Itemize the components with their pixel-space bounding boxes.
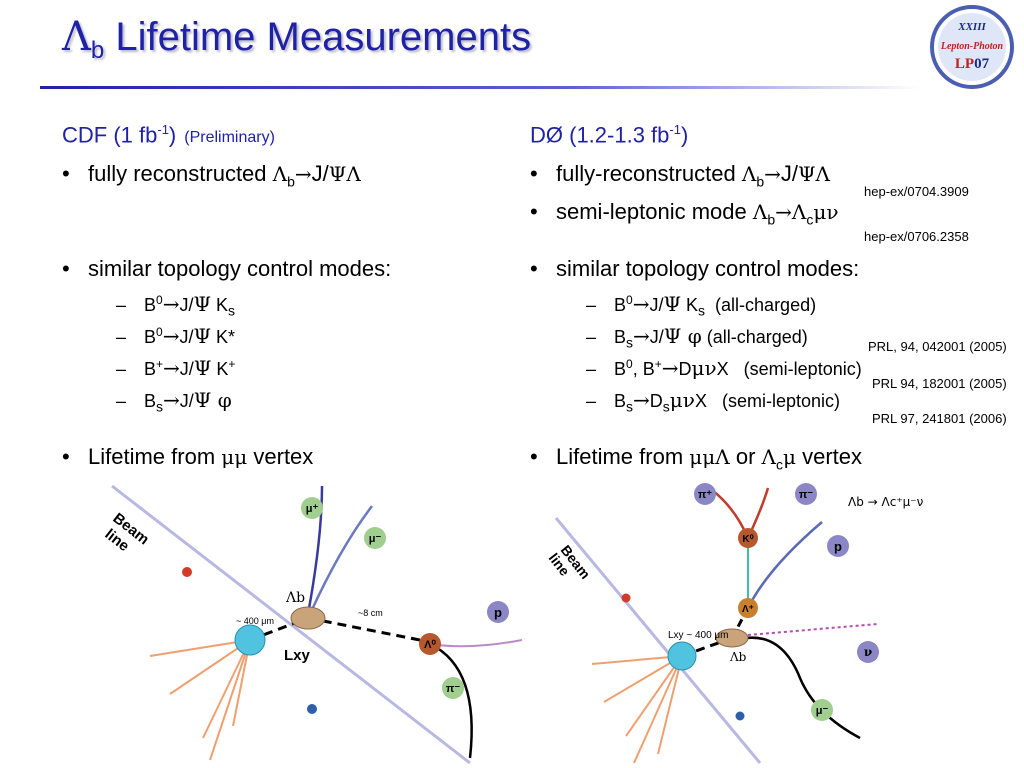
lambda-b-label: Λb (285, 590, 305, 606)
cdf-bullet-fully-reconstructed: •fully reconstructed Λb→J/ΨΛ (62, 161, 361, 190)
primary-vertex (234, 624, 266, 656)
lxy-label: Lxy ~ 400 μm (668, 630, 729, 641)
ref-prl-97-241801: PRL 97, 241801 (2006) (872, 411, 1007, 426)
mu-plus-track (306, 485, 324, 615)
k0-vertex (738, 528, 758, 548)
title-rule (40, 86, 920, 89)
ref-prl-94-182001: PRL 94, 182001 (2005) (872, 376, 1007, 391)
blue-dot (735, 711, 745, 721)
dist-small-label: ~ 400 μm (236, 616, 274, 626)
nu-node (857, 641, 879, 663)
primary-tracks (149, 639, 251, 761)
mu-minus-label: μ⁻ (816, 705, 829, 717)
title-subscript: b (90, 37, 105, 64)
d0-bullet-semi-leptonic: •semi-leptonic mode Λb→Λcμν (530, 199, 839, 228)
ref-prl-94-042001: PRL, 94, 042001 (2005) (868, 339, 1007, 354)
d0-decay-diagram: Beam line π⁺ π⁻ K⁰ Λ⁺ p ν μ⁻ Λb → Λc⁺μ⁻ν… (546, 483, 924, 764)
proton-track (429, 639, 523, 648)
d0-mode-2: –Bs→J/Ψ φ (all-charged) (586, 324, 808, 351)
logo-line1: XXIII (957, 21, 986, 33)
lambda0-path (307, 616, 431, 644)
d0-mode-3: –B0, B+→DμνX (semi-leptonic) (586, 356, 862, 380)
proton-track (746, 521, 823, 609)
lambda0-label: Λ⁰ (424, 639, 436, 651)
nu-label: ν (864, 645, 872, 659)
logo-line3: LP07 (955, 56, 990, 72)
ref-hep-ex-0704: hep-ex/0704.3909 (864, 184, 969, 199)
cdf-bullet-control-modes: •similar topology control modes: (62, 256, 392, 281)
title-symbol: Λ (62, 14, 91, 60)
pi-plus-label: π⁺ (698, 489, 712, 501)
d0-heading: DØ (1.2-1.3 fb-1) (530, 122, 689, 148)
beam-line (111, 484, 471, 765)
cdf-decay-diagram: Beam line μ⁺ μ⁻ p π⁻ Λ⁰ Λb ~ 400 μm ~8 c… (102, 484, 523, 765)
mu-plus-node (301, 497, 323, 519)
k0-label: K⁰ (742, 534, 753, 545)
pion-track (429, 642, 473, 759)
proton-label: p (494, 605, 502, 620)
title-text: Lifetime Measurements (104, 15, 532, 59)
primary-tracks (591, 655, 683, 764)
cdf-mode-2: –B0→J/Ψ K* (116, 324, 236, 348)
lambda-b-vertex (290, 606, 326, 630)
decay-equation: Λb → Λc⁺μ⁻ν (848, 495, 924, 509)
mu-minus-node (364, 527, 386, 549)
cdf-mode-1: –B0→J/Ψ Ks (116, 292, 236, 319)
muon-track (735, 636, 861, 740)
slide-title: Λb Lifetime Measurements (62, 14, 531, 65)
lambda-b-label: Λb (729, 650, 747, 664)
ref-hep-ex-0706: hep-ex/0706.2358 (864, 229, 969, 244)
cdf-bullet-lifetime: •Lifetime from μμ vertex (62, 444, 314, 469)
mu-minus-label: μ⁻ (369, 533, 382, 545)
lp07-logo: XXIII Lepton-Photon LP07 (930, 5, 1014, 89)
lxy-label: Lxy (284, 647, 311, 664)
pion-label: π⁻ (446, 683, 460, 695)
d0-bullet-lifetime: •Lifetime from μμΛ or Λcμ vertex (530, 444, 862, 473)
pion-node (442, 677, 464, 699)
mu-minus-node (811, 699, 833, 721)
cdf-mode-4: –Bs→J/Ψ φ (116, 388, 232, 415)
primary-vertex (667, 641, 697, 671)
mu-minus-track (308, 505, 373, 615)
proton-node (487, 601, 509, 623)
d0-mode-4: –Bs→DsμνX (semi-leptonic) (586, 388, 840, 415)
lambda-b-vertex (715, 628, 749, 648)
cdf-heading: CDF (1 fb-1)(Preliminary) (62, 122, 275, 148)
proton-label: p (834, 539, 842, 554)
cdf-mode-3: –B+→J/Ψ K+ (116, 356, 236, 380)
preliminary-note: (Preliminary) (184, 129, 275, 147)
red-dot (182, 567, 192, 577)
lambda-c-label: Λ⁺ (742, 604, 754, 615)
d0-mode-1: –B0→J/Ψ Ks (all-charged) (586, 292, 817, 319)
pi-minus-node (795, 483, 817, 505)
logo-line2: Lepton-Photon (940, 41, 1004, 52)
blue-dot (307, 704, 317, 714)
pi-plus-node (694, 483, 716, 505)
d0-bullet-control-modes: •similar topology control modes: (530, 256, 860, 281)
dist-large-label: ~8 cm (358, 608, 383, 618)
pi-minus-label: π⁻ (799, 489, 813, 501)
neutrino-path (735, 623, 879, 637)
lambda-c-vertex (738, 598, 758, 618)
lambda0-vertex (419, 633, 441, 655)
red-dot (621, 593, 631, 603)
d0-bullet-fully-reconstructed: •fully-reconstructed Λb→J/ΨΛ (530, 161, 830, 190)
beam-line (554, 517, 762, 764)
proton-node (827, 535, 849, 557)
mu-plus-label: μ⁺ (306, 503, 319, 515)
